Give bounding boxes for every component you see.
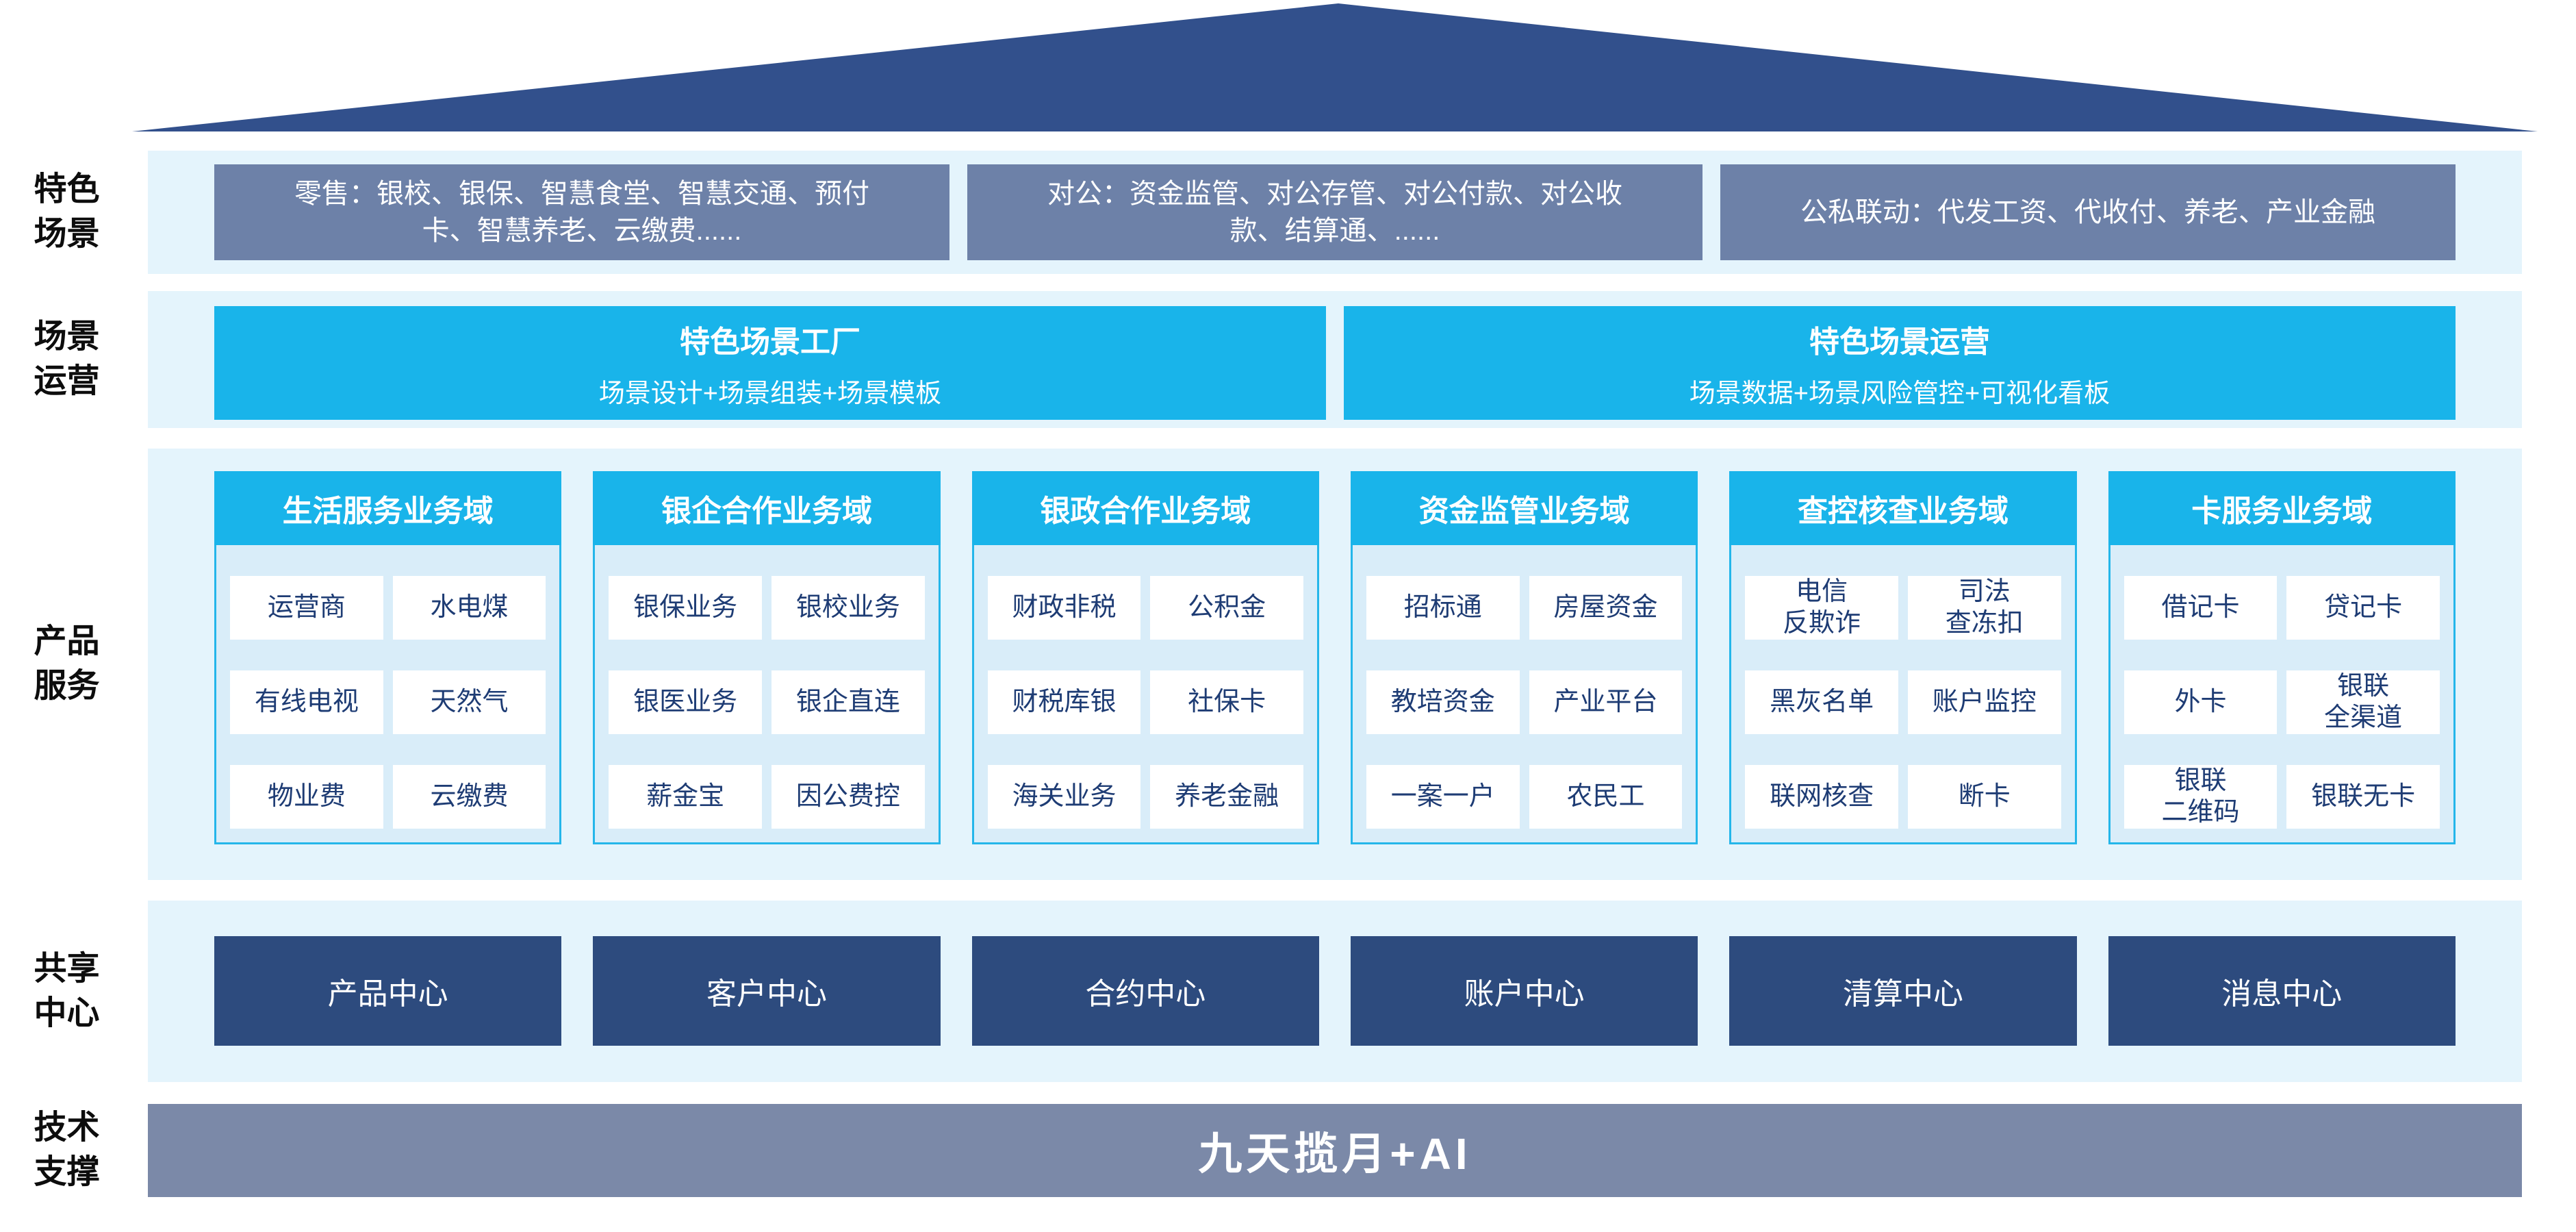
product-cell: 银校业务 xyxy=(771,576,925,640)
center-box-account: 账户中心 xyxy=(1350,936,1698,1046)
row-label-tech: 技术 支撑 xyxy=(34,1109,100,1190)
product-cell: 产业平台 xyxy=(1529,670,1683,734)
product-cell: 借记卡 xyxy=(2124,576,2278,640)
domain-header: 银企合作业务域 xyxy=(593,471,941,545)
center-box-product: 产品中心 xyxy=(214,936,562,1046)
product-cell: 因公费控 xyxy=(771,765,925,829)
platform-roof xyxy=(132,3,2538,131)
product-cell: 招标通 xyxy=(1366,576,1520,640)
product-cell: 黑灰名单 xyxy=(1745,670,1898,734)
product-cell: 司法 查冻扣 xyxy=(1907,576,2061,640)
products-band: 生活服务业务域 运营商 水电煤 有线电视 天然气 物业费 云缴费 银企合作业务域… xyxy=(148,449,2522,880)
product-cell: 运营商 xyxy=(230,576,383,640)
operation-band: 特色场景工厂 场景设计+场景组装+场景模板 特色场景运营 场景数据+场景风险管控… xyxy=(148,291,2522,428)
row-label-products: 产品 服务 xyxy=(34,623,100,704)
product-cell: 一案一户 xyxy=(1366,765,1520,829)
product-cell: 银联 全渠道 xyxy=(2286,670,2440,734)
product-cell: 银联 二维码 xyxy=(2124,765,2278,829)
shared-band: 产品中心 客户中心 合约中心 账户中心 清算中心 消息中心 xyxy=(148,901,2522,1082)
domain-column-card-services: 卡服务业务域 借记卡 贷记卡 外卡 银联 全渠道 银联 二维码 银联无卡 xyxy=(2108,471,2456,844)
domain-body: 运营商 水电煤 有线电视 天然气 物业费 云缴费 xyxy=(214,545,562,844)
scene-operation-title: 特色场景运营 xyxy=(1809,325,1990,359)
product-cell: 农民工 xyxy=(1529,765,1683,829)
domain-header: 卡服务业务域 xyxy=(2108,471,2456,545)
domain-column-bank-government: 银政合作业务域 财政非税 公积金 财税库银 社保卡 海关业务 养老金融 xyxy=(971,471,1319,844)
product-cell: 社保卡 xyxy=(1150,670,1303,734)
domain-body: 财政非税 公积金 财税库银 社保卡 海关业务 养老金融 xyxy=(971,545,1319,844)
row-label-operation: 场景 运营 xyxy=(34,318,100,399)
domain-header: 银政合作业务域 xyxy=(971,471,1319,545)
product-cell: 断卡 xyxy=(1907,765,2061,829)
center-box-contract: 合约中心 xyxy=(971,936,1319,1046)
product-cell: 房屋资金 xyxy=(1529,576,1683,640)
scene-factory-box: 特色场景工厂 场景设计+场景组装+场景模板 xyxy=(214,306,1326,420)
domain-body: 银保业务 银校业务 银医业务 银企直连 薪金宝 因公费控 xyxy=(593,545,941,844)
domain-column-life-services: 生活服务业务域 运营商 水电煤 有线电视 天然气 物业费 云缴费 xyxy=(214,471,562,844)
product-cell: 天然气 xyxy=(392,670,546,734)
product-cell: 贷记卡 xyxy=(2286,576,2440,640)
product-cell: 财税库银 xyxy=(987,670,1141,734)
product-cell: 公积金 xyxy=(1150,576,1303,640)
domain-body: 招标通 房屋资金 教培资金 产业平台 一案一户 农民工 xyxy=(1350,545,1698,844)
row-label-shared: 共享 中心 xyxy=(34,950,100,1031)
product-cell: 教培资金 xyxy=(1366,670,1520,734)
product-cell: 电信 反欺诈 xyxy=(1745,576,1898,640)
product-cell: 薪金宝 xyxy=(609,765,762,829)
product-cell: 外卡 xyxy=(2124,670,2278,734)
product-cell: 银企直连 xyxy=(771,670,925,734)
tech-support-bar: 九天揽月+AI xyxy=(148,1104,2522,1197)
domain-header: 资金监管业务域 xyxy=(1350,471,1698,545)
domain-column-inquiry-verification: 查控核查业务域 电信 反欺诈 司法 查冻扣 黑灰名单 账户监控 联网核查 断卡 xyxy=(1729,471,2077,844)
domain-header: 生活服务业务域 xyxy=(214,471,562,545)
scene-box-retail: 零售：银校、银保、智慧食堂、智慧交通、预付 卡、智慧养老、云缴费...... xyxy=(214,164,949,260)
product-cell: 养老金融 xyxy=(1150,765,1303,829)
domain-column-fund-supervision: 资金监管业务域 招标通 房屋资金 教培资金 产业平台 一案一户 农民工 xyxy=(1350,471,1698,844)
center-box-customer: 客户中心 xyxy=(593,936,941,1046)
product-cell: 物业费 xyxy=(230,765,383,829)
center-box-message: 消息中心 xyxy=(2108,936,2456,1046)
product-cell: 水电煤 xyxy=(392,576,546,640)
domain-body: 电信 反欺诈 司法 查冻扣 黑灰名单 账户监控 联网核查 断卡 xyxy=(1729,545,2077,844)
product-cell: 云缴费 xyxy=(392,765,546,829)
product-cell: 财政非税 xyxy=(987,576,1141,640)
scene-operation-subtitle: 场景数据+场景风险管控+可视化看板 xyxy=(1689,379,2110,408)
product-cell: 海关业务 xyxy=(987,765,1141,829)
product-cell: 银联无卡 xyxy=(2286,765,2440,829)
scene-operation-box: 特色场景运营 场景数据+场景风险管控+可视化看板 xyxy=(1344,306,2456,420)
domain-column-bank-enterprise: 银企合作业务域 银保业务 银校业务 银医业务 银企直连 薪金宝 因公费控 xyxy=(593,471,941,844)
scene-box-corporate: 对公：资金监管、对公存管、对公付款、对公收 款、结算通、...... xyxy=(967,164,1703,260)
product-cell: 联网核查 xyxy=(1745,765,1898,829)
domain-header: 查控核查业务域 xyxy=(1729,471,2077,545)
row-label-scenes: 特色 场景 xyxy=(34,171,100,252)
domain-body: 借记卡 贷记卡 外卡 银联 全渠道 银联 二维码 银联无卡 xyxy=(2108,545,2456,844)
center-box-clearing: 清算中心 xyxy=(1729,936,2077,1046)
product-cell: 银医业务 xyxy=(609,670,762,734)
scene-factory-title: 特色场景工厂 xyxy=(680,325,860,359)
scenes-band: 零售：银校、银保、智慧食堂、智慧交通、预付 卡、智慧养老、云缴费...... 对… xyxy=(148,151,2522,274)
product-cell: 账户监控 xyxy=(1907,670,2061,734)
scene-factory-subtitle: 场景设计+场景组装+场景模板 xyxy=(598,379,942,408)
scene-box-public-private: 公私联动：代发工资、代收付、养老、产业金融 xyxy=(1720,164,2456,260)
product-cell: 银保业务 xyxy=(609,576,762,640)
product-cell: 有线电视 xyxy=(230,670,383,734)
